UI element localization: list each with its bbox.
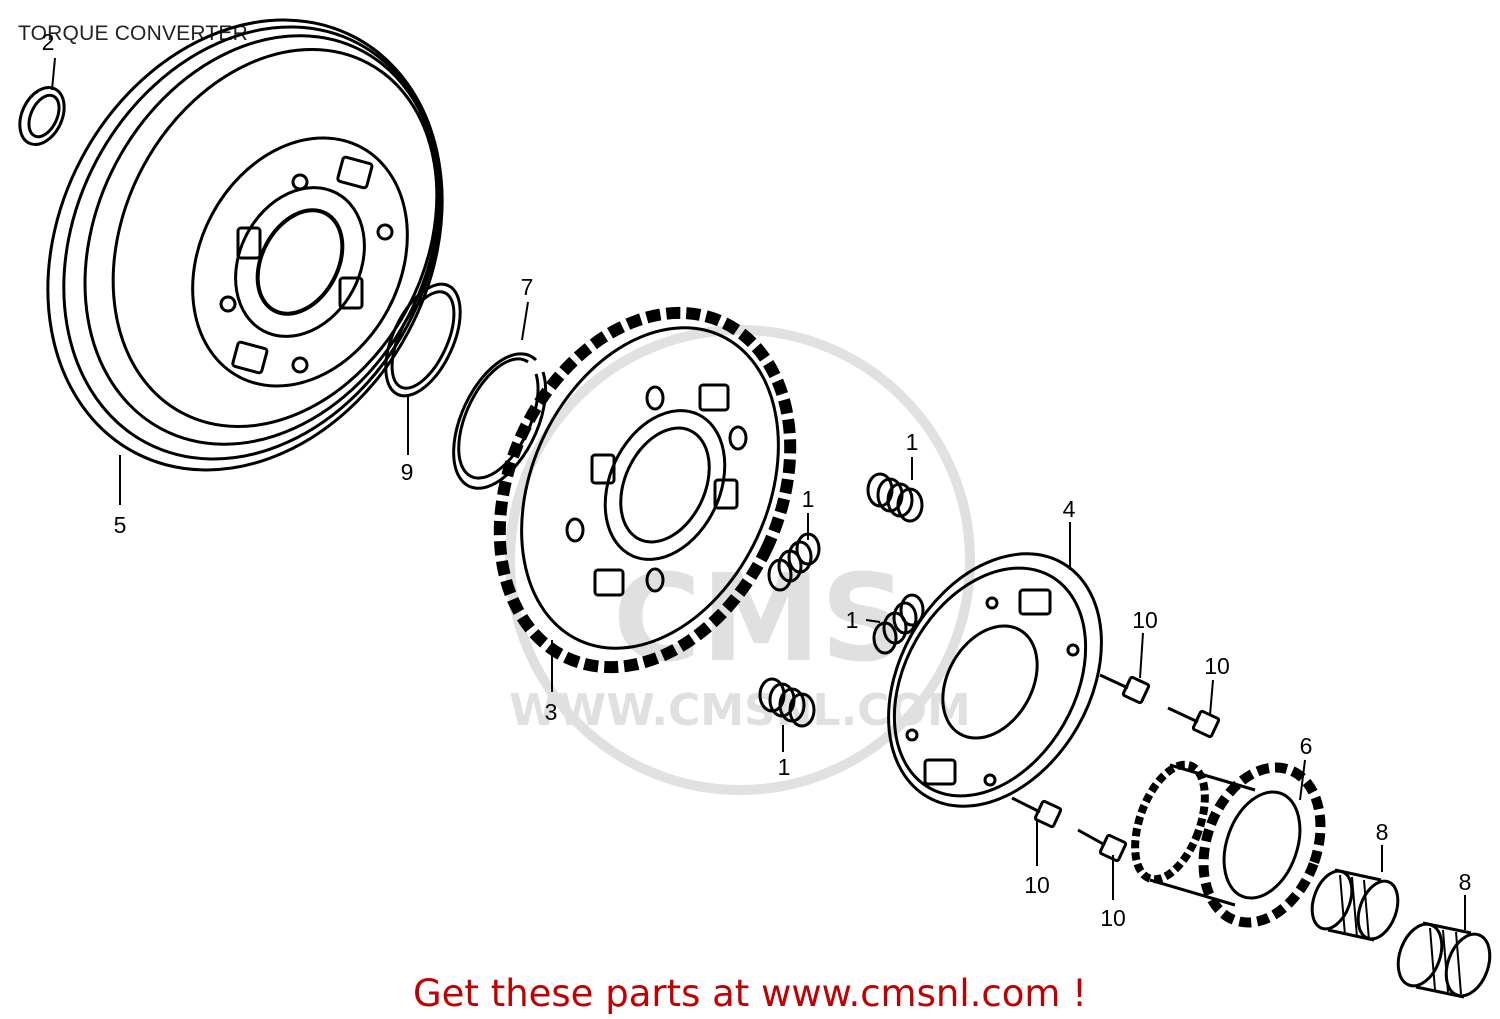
callout-5: 5 — [114, 512, 127, 538]
callout-9: 9 — [401, 459, 414, 485]
snap-ring-part-9 — [384, 282, 462, 398]
watermark: CMS WWW.CMSNL.COM — [505, 325, 975, 795]
gear-part-3 — [493, 306, 797, 674]
callout-1-upper-left: 1 — [802, 486, 815, 512]
page-title: TORQUE CONVERTER — [18, 22, 248, 45]
plate-part-4 — [887, 552, 1103, 808]
callout-10-a: 10 — [1132, 607, 1158, 633]
callout-10-d: 10 — [1100, 905, 1126, 931]
callout-4: 4 — [1063, 496, 1076, 522]
callout-1-bottom: 1 — [778, 754, 791, 780]
needle-bearing-part-8-b — [1396, 921, 1492, 999]
torque-converter-housing-part-5 — [46, 18, 444, 472]
seal-ring-part-2 — [18, 86, 66, 146]
callout-1-middle: 1 — [846, 607, 859, 633]
callout-8-a: 8 — [1376, 819, 1389, 845]
watermark-url: WWW.CMSNL.COM — [509, 685, 971, 736]
bolt-part-10-a — [1099, 673, 1151, 705]
bolt-part-10-c — [1011, 796, 1063, 829]
needle-bearing-part-8-a — [1310, 868, 1400, 942]
callout-6: 6 — [1300, 733, 1313, 759]
callout-10-c: 10 — [1024, 872, 1050, 898]
parts-link-banner[interactable]: Get these parts at www.cmsnl.com ! — [412, 972, 1087, 1015]
callout-7: 7 — [521, 274, 534, 300]
callout-2: 2 — [42, 29, 55, 55]
callout-1-top: 1 — [906, 429, 919, 455]
callout-8-b: 8 — [1459, 869, 1472, 895]
bolt-part-10-b — [1167, 706, 1221, 739]
callout-3: 3 — [545, 699, 558, 725]
spring-part-1-bottom — [758, 677, 816, 728]
hub-gear-part-6 — [1131, 760, 1326, 928]
spring-part-1-middle — [872, 593, 925, 655]
spring-part-1-top — [866, 472, 924, 523]
leader-lines — [51, 57, 1466, 930]
bolt-part-10-d — [1077, 828, 1128, 863]
callout-10-b: 10 — [1204, 653, 1230, 679]
snap-ring-part-7 — [452, 352, 548, 490]
